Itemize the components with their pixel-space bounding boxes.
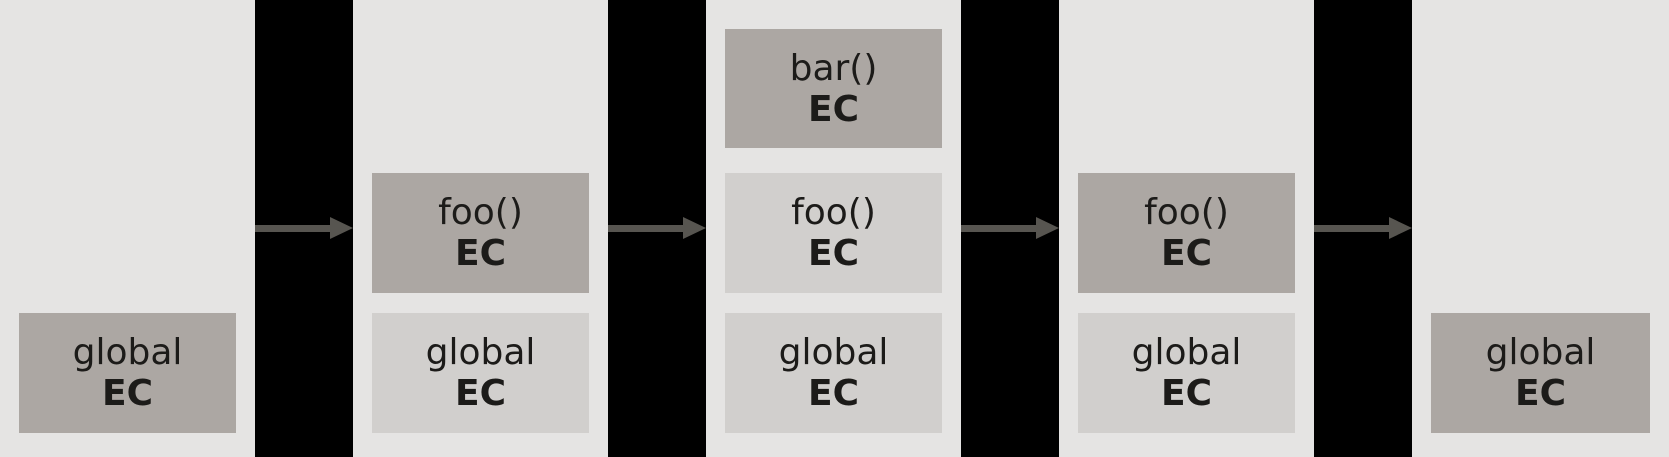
ec-box-global: global EC — [372, 313, 589, 433]
ec-box-foo: foo() EC — [1078, 173, 1295, 293]
arrow-head — [330, 217, 353, 239]
ec-box-foo: foo() EC — [372, 173, 589, 293]
ec-box-suffix: EC — [454, 233, 506, 274]
ec-box-suffix: EC — [454, 373, 506, 414]
ec-box-global: global EC — [725, 313, 942, 433]
arrow-head — [1389, 217, 1412, 239]
stack-panel-1: global EC — [0, 0, 255, 457]
arrow-shaft — [608, 225, 685, 232]
ec-box-label: global — [1131, 332, 1242, 373]
stack-panel-4: foo() EC global EC — [1059, 0, 1314, 457]
arrow-shaft — [961, 225, 1038, 232]
arrow-head — [683, 217, 706, 239]
stack-panel-3: bar() EC foo() EC global EC — [706, 0, 961, 457]
stack-panel-5: global EC — [1412, 0, 1669, 457]
ec-box-suffix: EC — [807, 233, 859, 274]
ec-box-label: bar() — [789, 47, 878, 89]
right-arrow-icon — [608, 217, 706, 239]
ec-box-suffix: EC — [807, 88, 859, 130]
ec-box-suffix: EC — [101, 373, 153, 414]
ec-box-label: foo() — [438, 192, 523, 233]
ec-box-global: global EC — [19, 313, 236, 433]
ec-box-label: foo() — [1144, 192, 1229, 233]
ec-box-bar: bar() EC — [725, 29, 942, 148]
ec-box-suffix: EC — [807, 373, 859, 414]
ec-box-label: foo() — [791, 192, 876, 233]
ec-box-global: global EC — [1431, 313, 1650, 433]
arrow-shaft — [1314, 225, 1391, 232]
ec-box-label: global — [72, 332, 183, 373]
ec-box-suffix: EC — [1160, 373, 1212, 414]
ec-box-foo: foo() EC — [725, 173, 942, 293]
arrow-head — [1036, 217, 1059, 239]
right-arrow-icon — [255, 217, 353, 239]
stack-panel-2: foo() EC global EC — [353, 0, 608, 457]
right-arrow-icon — [1314, 217, 1412, 239]
arrow-shaft — [255, 225, 332, 232]
ec-box-label: global — [1485, 332, 1596, 373]
ec-box-label: global — [778, 332, 889, 373]
right-arrow-icon — [961, 217, 1059, 239]
ec-box-label: global — [425, 332, 536, 373]
ec-box-global: global EC — [1078, 313, 1295, 433]
ec-box-suffix: EC — [1160, 233, 1212, 274]
ec-box-suffix: EC — [1514, 373, 1566, 414]
